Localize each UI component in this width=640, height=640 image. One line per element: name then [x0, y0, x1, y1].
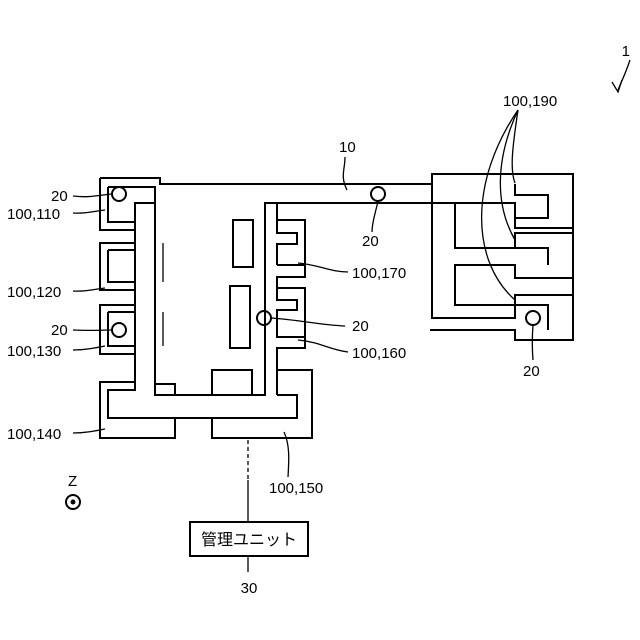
sensor-1 — [112, 187, 126, 201]
z-axis-symbol — [66, 495, 80, 509]
unit-170-label: 100,170 — [352, 265, 406, 282]
sensors — [112, 187, 540, 337]
sensor-label-c: 20 — [362, 233, 379, 250]
management-unit-label: 管理ユニット — [201, 530, 297, 549]
sensor-label-d: 20 — [352, 318, 369, 335]
unit-160-label: 100,160 — [352, 345, 406, 362]
unit-190-label: 100,190 — [503, 93, 557, 110]
network-ref-label: 10 — [339, 139, 356, 156]
sensor-label-b: 20 — [51, 322, 68, 339]
sensor-2 — [112, 323, 126, 337]
sensor-label-e: 20 — [523, 363, 540, 380]
unit-130-label: 100,130 — [7, 343, 61, 360]
unit-110-label: 100,110 — [7, 206, 60, 223]
right-comb-structure — [432, 174, 573, 330]
unit-140-label: 100,140 — [7, 426, 61, 443]
system-ref-label: 1 — [622, 43, 630, 60]
sensor-label-a: 20 — [51, 188, 68, 205]
center-right-units — [163, 220, 305, 395]
sensor-5 — [526, 311, 540, 325]
unit-120-label: 100,120 — [7, 284, 61, 301]
unit-150-label: 100,150 — [269, 480, 323, 497]
sensor-3 — [371, 187, 385, 201]
left-comb-structure — [100, 178, 573, 438]
z-axis-label: Z — [68, 473, 77, 490]
management-connection — [190, 440, 308, 572]
management-unit-ref: 30 — [241, 580, 258, 597]
